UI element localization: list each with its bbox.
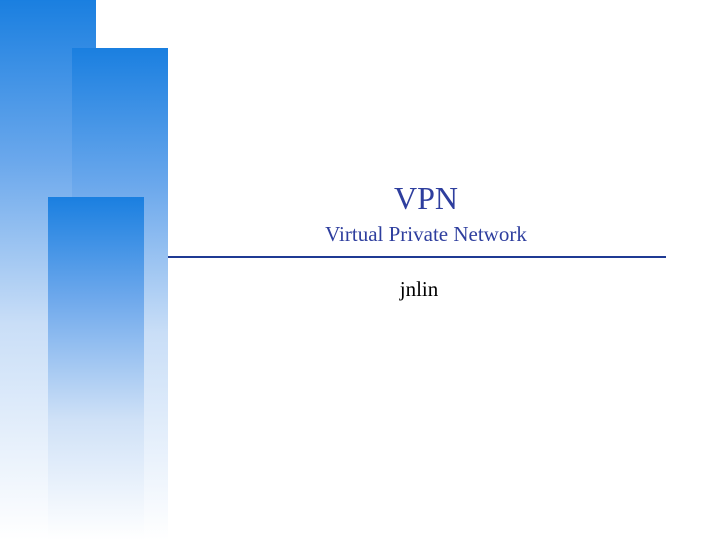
title-divider (168, 256, 666, 258)
decorative-gradient-bar (48, 197, 144, 540)
slide-title: VPN (393, 180, 458, 216)
slide-subtitle: Virtual Private Network (325, 222, 527, 246)
slide-author: jnlin (399, 277, 439, 301)
